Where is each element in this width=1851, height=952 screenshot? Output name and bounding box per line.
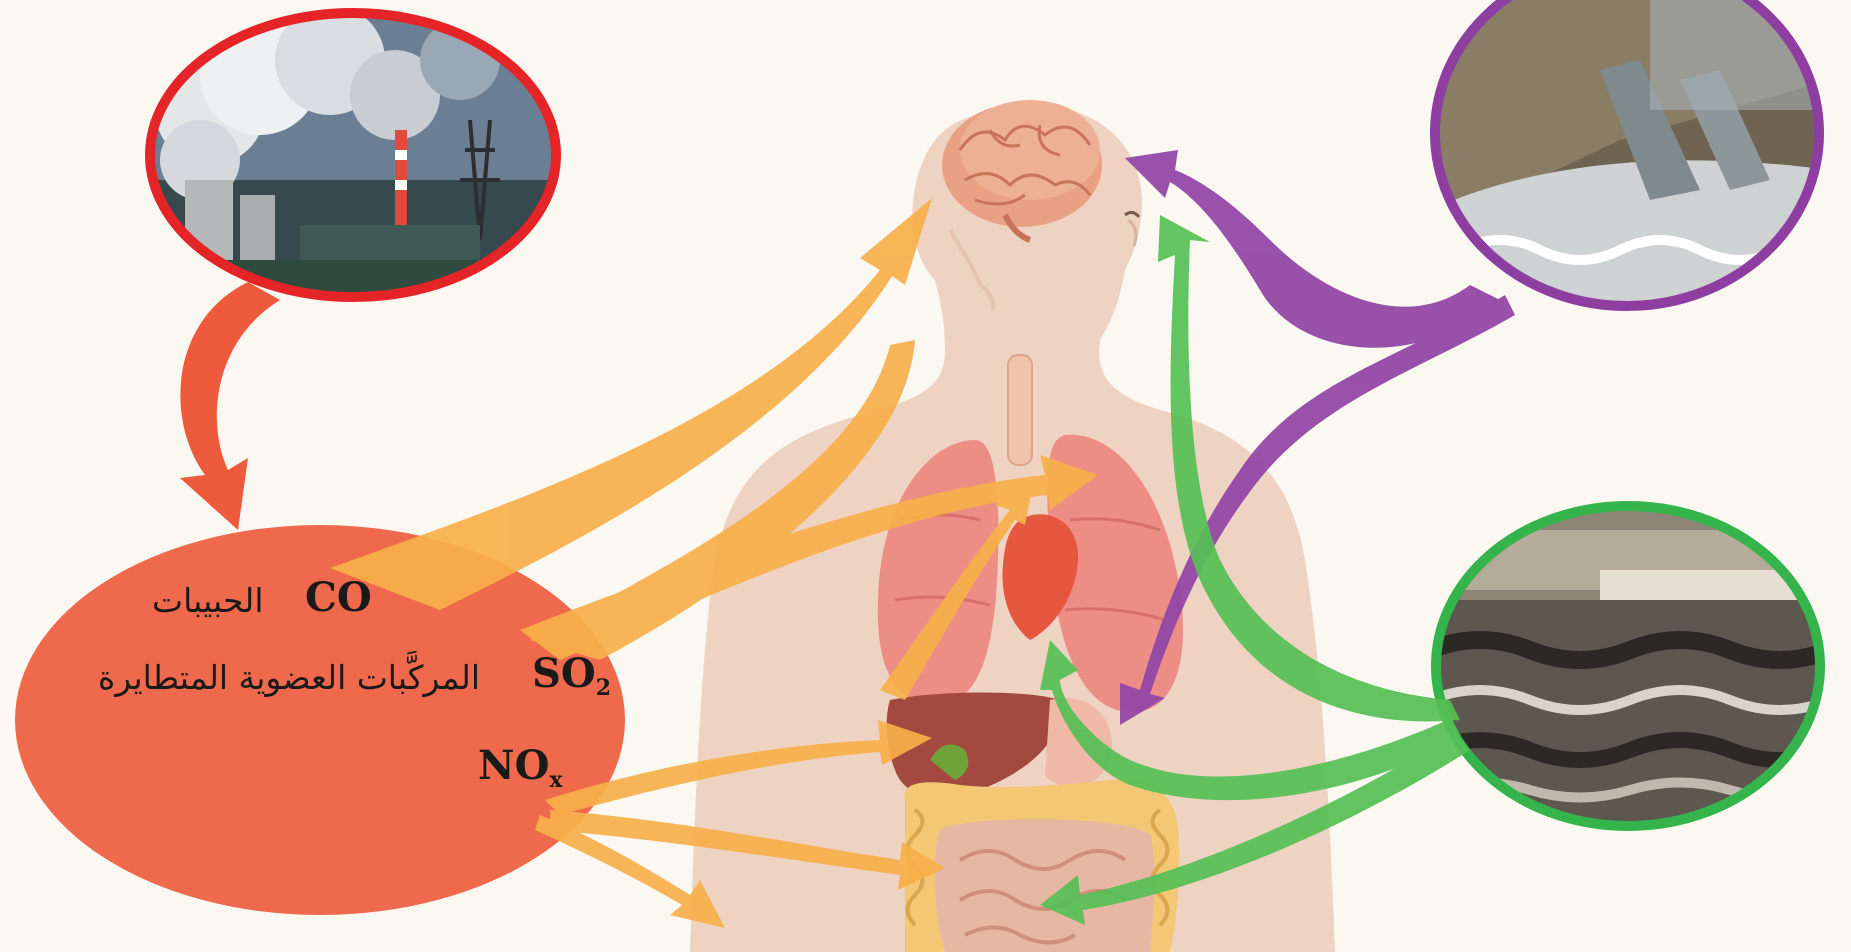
particles-label: الحبيبات xyxy=(152,581,264,620)
voc-label: المركَّبات العضوية المتطايرة xyxy=(98,658,480,697)
so2-label: SO2 xyxy=(532,650,611,697)
nox-subscript: x xyxy=(549,767,562,793)
air-to-pollutants-arrow xyxy=(180,282,280,530)
so2-subscript: 2 xyxy=(596,675,611,701)
trachea-icon xyxy=(1008,355,1032,465)
nox-label: NOx xyxy=(478,742,563,789)
power-plant-photo xyxy=(140,0,570,310)
co-label: CO xyxy=(305,574,372,621)
intestines-icon xyxy=(904,780,1179,952)
sewage-outflow-photo xyxy=(1430,0,1830,320)
polluted-soil-photo xyxy=(1430,500,1830,830)
